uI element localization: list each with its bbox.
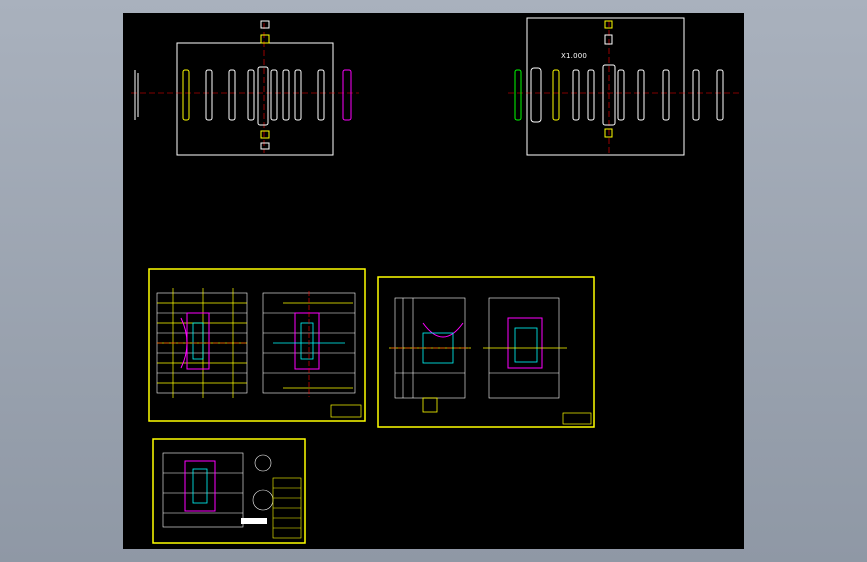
top-left-frame bbox=[176, 42, 334, 156]
top-right-frame bbox=[526, 17, 685, 156]
top-left-part-views bbox=[131, 20, 359, 156]
drawing-sheet-3 bbox=[152, 438, 306, 544]
top-right-part-views bbox=[508, 17, 739, 156]
drawing-canvas[interactable] bbox=[123, 13, 744, 549]
drawing-sheet-2 bbox=[377, 276, 595, 428]
drawing-sheet-1 bbox=[148, 268, 366, 422]
cad-model-space[interactable]: X1.000 bbox=[123, 13, 744, 549]
scale-label: X1.000 bbox=[561, 52, 588, 60]
